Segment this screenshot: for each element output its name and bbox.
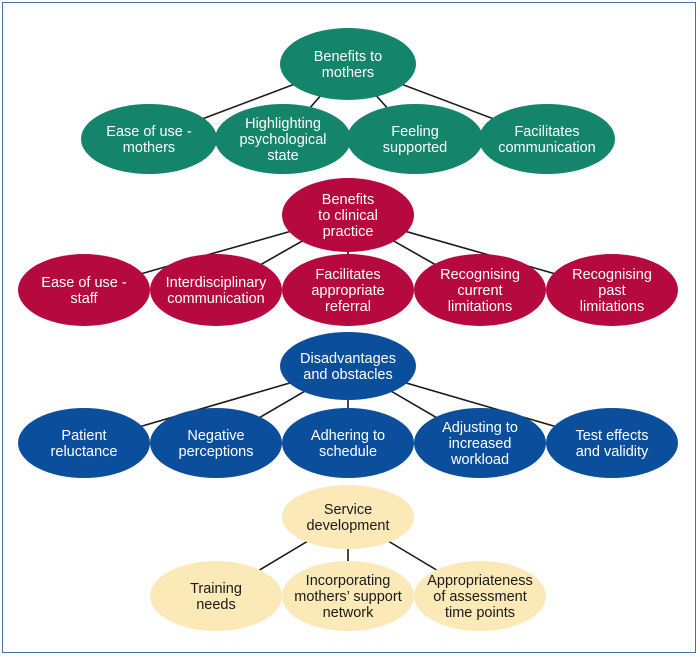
benefits-mothers-child-node-label-line: mothers — [123, 140, 175, 156]
benefits-clinical-child-node-label-line: Interdisciplinary — [166, 275, 267, 291]
disadvantages-child-node-shape — [546, 408, 678, 478]
benefits-clinical-child-node-shape — [282, 254, 414, 326]
benefits-clinical-child-node-label-line: current — [457, 283, 502, 299]
benefits-clinical-child-node-label-line: Facilitates — [315, 267, 380, 283]
disadvantages-child-node-label-line: schedule — [319, 444, 377, 460]
disadvantages-child-node-label-line: increased — [449, 436, 512, 452]
benefits-clinical-child-node-shape — [18, 254, 150, 326]
benefits-clinical-parent-node-label-line: to clinical — [318, 208, 378, 224]
benefits-clinical-child-node: Ease of use -staff — [18, 254, 150, 326]
benefits-mothers-child-node-label-line: Feeling — [391, 124, 439, 140]
benefits-clinical-parent-node-shape — [282, 178, 414, 252]
disadvantages-child-node-label-line: reluctance — [51, 444, 118, 460]
benefits-clinical-child-node-label-line: Recognising — [440, 267, 520, 283]
service-development-child-node-shape — [150, 561, 282, 631]
benefits-clinical-child-node-label-line: limitations — [580, 299, 644, 315]
disadvantages-child-node-label-line: and validity — [576, 444, 649, 460]
benefits-mothers-child-node-label-line: Highlighting — [245, 116, 321, 132]
service-development-child-node-label-line: of assessment — [433, 589, 527, 605]
disadvantages-parent-node-label-line: and obstacles — [303, 367, 392, 383]
benefits-mothers-child-node-label-line: psychological — [239, 132, 326, 148]
disadvantages-child-node-label-line: Patient — [61, 428, 106, 444]
benefits-mothers-parent-node-label-line: Benefits to — [314, 49, 383, 65]
benefits-clinical-child-node-label-line: referral — [325, 299, 371, 315]
disadvantages-child-node-shape — [414, 408, 546, 478]
disadvantages-child-node-label-line: Test effects — [575, 428, 648, 444]
disadvantages-child-node-label-line: perceptions — [179, 444, 254, 460]
benefits-mothers-child-node-shape — [215, 104, 351, 174]
benefits-clinical-child-node-label-line: staff — [70, 291, 98, 307]
service-development-child-node-shape — [414, 561, 546, 631]
service-development-child-node-label-line: Training — [190, 581, 242, 597]
benefits-clinical-child-node-label-line: past — [598, 283, 625, 299]
service-development-child-node-label-line: needs — [196, 597, 236, 613]
benefits-mothers-child-node-shape — [479, 104, 615, 174]
benefits-mothers-child-node-label-line: communication — [498, 140, 596, 156]
nodes: Ease of use -mothersHighlightingpsycholo… — [18, 28, 678, 631]
service-development-child-node-shape — [282, 561, 414, 631]
service-development-parent-node-label-line: development — [306, 518, 389, 534]
benefits-mothers-child-node-label-line: Ease of use - — [106, 124, 192, 140]
benefits-mothers-child-node-label-line: state — [267, 148, 298, 164]
service-development-parent-node-shape — [282, 485, 414, 549]
benefits-clinical-child-node-label-line: Ease of use - — [41, 275, 127, 291]
service-development-parent-node-label-line: Service — [324, 502, 372, 518]
disadvantages-child-node-label-line: Adjusting to — [442, 420, 518, 436]
benefits-clinical-child-node-label-line: Recognising — [572, 267, 652, 283]
service-development-child-node-label-line: network — [323, 605, 375, 621]
benefits-mothers-parent-node-label-line: mothers — [322, 65, 374, 81]
benefits-clinical-child-node-shape — [414, 254, 546, 326]
benefits-clinical-parent-node-label-line: practice — [323, 224, 374, 240]
disadvantages-child-node-shape — [150, 408, 282, 478]
service-development-child-node-label-line: Incorporating — [306, 573, 391, 589]
disadvantages-child-node-label-line: workload — [450, 452, 509, 468]
benefits-mothers-parent-node-shape — [280, 28, 416, 100]
benefits-mothers-child-node-label-line: supported — [383, 140, 448, 156]
service-development-child-node-label-line: time points — [445, 605, 515, 621]
benefits-mothers-child-node-shape — [347, 104, 483, 174]
benefits-mothers-child-node-shape — [81, 104, 217, 174]
benefits-mothers-child-node: Ease of use -mothers — [81, 104, 217, 174]
service-development-child-node-label-line: mothers’ support — [294, 589, 401, 605]
disadvantages-child-node-shape — [18, 408, 150, 478]
benefits-clinical-child-node-shape — [546, 254, 678, 326]
disadvantages-child-node-shape — [282, 408, 414, 478]
benefits-clinical-parent-node-label-line: Benefits — [322, 192, 374, 208]
benefits-clinical-child-node-label-line: appropriate — [311, 283, 384, 299]
disadvantages-parent-node-shape — [280, 332, 416, 400]
disadvantages-parent-node-label-line: Disadvantages — [300, 351, 396, 367]
benefits-clinical-child-node-label-line: limitations — [448, 299, 512, 315]
benefits-clinical-child-node-shape — [150, 254, 282, 326]
disadvantages-child-node-label-line: Negative — [187, 428, 244, 444]
service-development-child-node-label-line: Appropriateness — [427, 573, 533, 589]
disadvantages-child-node-label-line: Adhering to — [311, 428, 385, 444]
benefits-mothers-child-node-label-line: Facilitates — [514, 124, 579, 140]
benefits-clinical-child-node-label-line: communication — [167, 291, 265, 307]
